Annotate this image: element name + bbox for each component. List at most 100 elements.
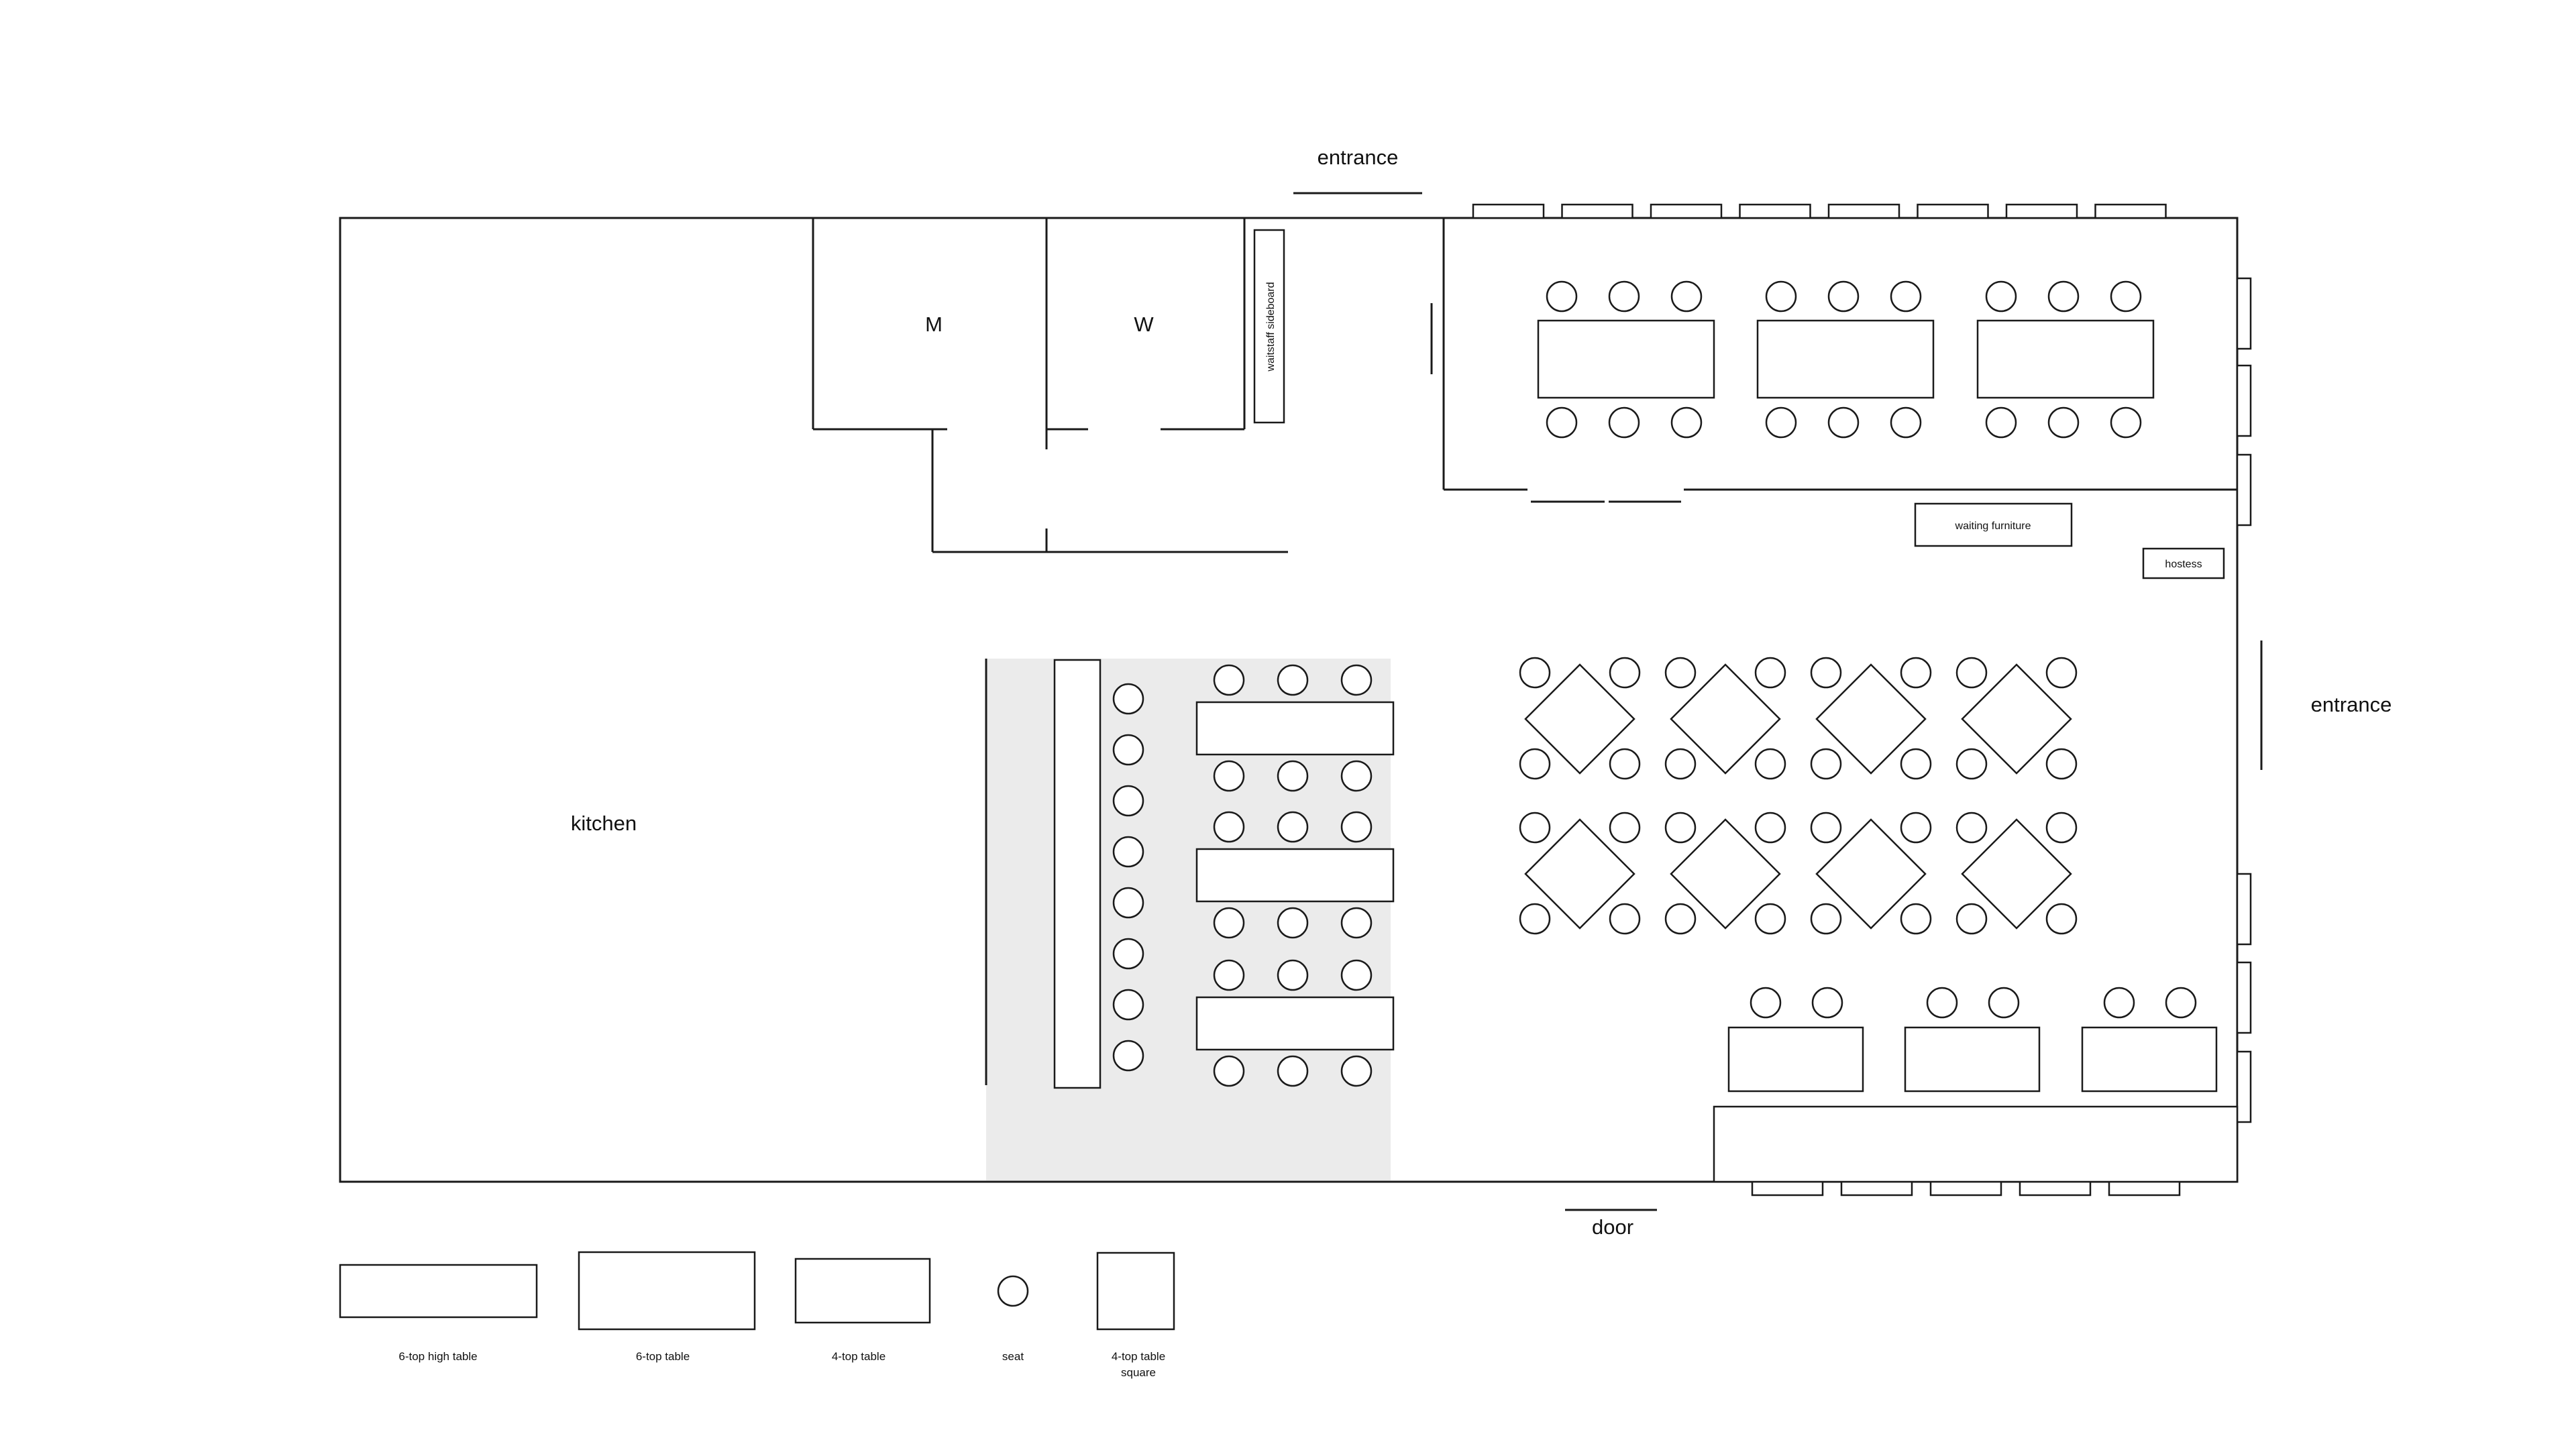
table-4-top [2081,1026,2218,1093]
window-box [2236,277,2252,350]
waitstaff-sideboard [1253,229,1285,424]
seat [2165,987,2197,1019]
seat [1890,406,1922,439]
table-6-top [1537,319,1715,399]
window-box [2236,873,2252,946]
window-boxes-top [1472,203,2167,219]
seat [1955,657,1988,689]
window-box [1561,203,1633,219]
seat [1213,664,1245,696]
window-box [1751,1180,1824,1196]
window-box [2236,364,2252,437]
legend-table-4-label: 4-top table [832,1350,885,1363]
seat [1926,987,1958,1019]
kitchen-label: kitchen [571,812,637,835]
bottom-counter [1713,1105,2239,1183]
seat [1664,903,1697,935]
table-4-top-square [1670,663,1781,775]
seat [1277,907,1309,939]
seat [1277,1055,1309,1087]
table-4-top-square [1815,663,1927,775]
window-box [2094,203,2167,219]
seat [1519,748,1551,780]
seat [1750,987,1782,1019]
seat [1670,406,1703,439]
building-outline [339,217,2239,1183]
seat [1900,748,1932,780]
seat [1810,748,1842,780]
legend-high-table-6 [339,1264,538,1319]
seat [1213,959,1245,991]
seat [1277,664,1309,696]
seat [1213,1055,1245,1087]
seat [1754,903,1786,935]
seat [1955,903,1988,935]
seat [1664,657,1697,689]
seat [1670,280,1703,313]
seat [2103,987,2135,1019]
seat [1112,938,1144,970]
seat [1988,987,2020,1019]
window-box [2236,961,2252,1034]
table-4-top-square [1524,663,1635,775]
table-6-top [1976,319,2155,399]
seat [1609,812,1641,844]
seat [1519,657,1551,689]
seat [1546,280,1578,313]
private-dining-walls [1430,218,2237,503]
seat [1754,812,1786,844]
seat [1900,657,1932,689]
seat [1664,812,1697,844]
seat [1765,280,1797,313]
seat [1985,280,2017,313]
seat [1340,664,1373,696]
seat [2047,280,2080,313]
seat [1277,760,1309,792]
seat [1609,657,1641,689]
restrooms [812,218,1288,553]
legend-seat-label: seat [1002,1350,1024,1363]
seat [1277,811,1309,843]
seat [1664,748,1697,780]
bar-counter [1053,659,1102,1089]
door-label: door [1592,1215,1633,1239]
seat [1754,748,1786,780]
seat [1608,280,1640,313]
window-box [1929,1180,2002,1196]
window-box [2236,1050,2252,1123]
table-4-top-square [1524,818,1635,930]
seat [1900,812,1932,844]
entrance-right-label: entrance [2311,693,2392,716]
seat [1519,812,1551,844]
window-box [2019,1180,2092,1196]
legend: 6-top high table 6-top table 4-top table… [339,1251,1175,1379]
seat [2047,406,2080,439]
seat [1519,903,1551,935]
legend-table-4 [794,1258,931,1324]
seat [1765,406,1797,439]
table-6-top [1756,319,1935,399]
seat [2045,903,2078,935]
seat [1112,836,1144,868]
seat [1112,734,1144,766]
high-table-6-top [1195,848,1395,903]
seat [1609,903,1641,935]
seat [1340,811,1373,843]
seat [1810,657,1842,689]
entrance-top-label: entrance [1318,146,1399,169]
legend-seat [997,1275,1029,1307]
window-box [1739,203,1811,219]
restroom-men-label: M [925,313,943,336]
seat [1112,887,1144,919]
seat [1827,280,1860,313]
seat [1810,903,1842,935]
window-box [1472,203,1545,219]
seat [2045,748,2078,780]
seat [2045,657,2078,689]
table-4-top [1727,1026,1864,1093]
window-box [1827,203,1900,219]
table-4-top-square [1961,663,2072,775]
waiting-furniture [1914,502,2073,547]
table-4-top-square [1961,818,2072,930]
